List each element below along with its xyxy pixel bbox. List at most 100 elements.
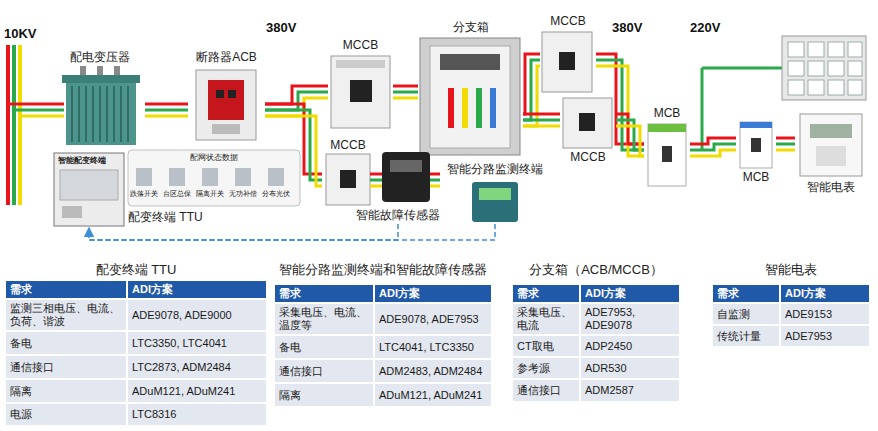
table-cell: 通信接口 bbox=[274, 359, 374, 383]
device-node: 智能故障传感器 bbox=[352, 150, 444, 224]
device-node: MCCB bbox=[322, 138, 374, 214]
table-cell: 监测三相电压、电流、负荷、谐波 bbox=[5, 299, 127, 331]
table-cell: 隔离 bbox=[5, 379, 127, 403]
smart-meter-picture-part bbox=[800, 114, 862, 176]
ttu-picture-part bbox=[54, 153, 124, 226]
table-cell: LTC8316 bbox=[127, 403, 267, 426]
mcb-picture-part bbox=[662, 146, 672, 162]
hv-bus-part bbox=[20, 115, 64, 118]
table-cell: ADM2483, ADM2484 bbox=[374, 359, 492, 383]
wire-line bbox=[523, 125, 560, 128]
table-title: 分支箱（ACB/MCCB） bbox=[529, 262, 663, 278]
status-popup bbox=[128, 150, 300, 206]
table-cell: ADuM121, ADuM241 bbox=[374, 383, 492, 407]
table-cell: 备电 bbox=[274, 335, 374, 359]
hv-bus-part bbox=[12, 45, 16, 205]
branch-box-picture-part bbox=[440, 54, 500, 70]
hv-bus-part bbox=[14, 109, 64, 112]
meter-box-picture-part-part bbox=[848, 80, 862, 95]
status-popup-part bbox=[136, 168, 284, 186]
meter-box-picture-part bbox=[782, 36, 866, 100]
wire-line bbox=[690, 150, 736, 156]
transformer-picture-part-part bbox=[106, 86, 108, 142]
status-popup-part-part bbox=[268, 168, 284, 186]
sensor-picture-part bbox=[382, 152, 430, 202]
ttu-picture bbox=[54, 153, 124, 226]
transformer-picture-part-part bbox=[120, 86, 122, 142]
wire-line bbox=[145, 109, 188, 112]
ttu-picture-part bbox=[60, 170, 118, 200]
device-label: 分支箱 bbox=[453, 20, 489, 34]
wire-line bbox=[393, 91, 418, 94]
acb-picture bbox=[196, 70, 256, 140]
wire-line bbox=[265, 92, 328, 110]
wire-line bbox=[393, 85, 418, 88]
meter-box-picture-part-part bbox=[788, 42, 804, 57]
table-title: 配变终端 TTU bbox=[96, 262, 177, 278]
wire-line bbox=[265, 116, 322, 186]
power-wire bbox=[265, 104, 322, 186]
wire-line bbox=[596, 66, 644, 156]
device-label: MCCB bbox=[550, 14, 585, 28]
device-label: 智能故障传感器 bbox=[356, 208, 440, 222]
monitor-terminal-picture-part bbox=[472, 182, 518, 222]
power-wire bbox=[523, 114, 560, 126]
meter-box-picture-part bbox=[702, 67, 782, 70]
wire-line bbox=[393, 97, 418, 100]
smart-meter-picture bbox=[800, 114, 862, 176]
power-wire bbox=[776, 138, 795, 150]
table-cell: 传统计量 bbox=[712, 325, 780, 347]
device-node: 分支箱 bbox=[418, 20, 523, 160]
table-cell: 通信接口 bbox=[5, 355, 127, 379]
meter-box-picture-part-part bbox=[808, 61, 824, 76]
mccb-picture-part bbox=[336, 60, 385, 68]
table-cell: LTC3350, LTC4041 bbox=[127, 331, 267, 355]
status-popup-part-part bbox=[169, 168, 185, 186]
table-title: 智能电表 bbox=[765, 262, 817, 278]
table-header: ADI方案 bbox=[580, 284, 680, 303]
device-node: 配电变压器 bbox=[55, 50, 145, 150]
icon-label: 无功补偿 bbox=[229, 190, 257, 198]
power-wire bbox=[616, 114, 644, 156]
table-cell: 自监测 bbox=[712, 303, 780, 325]
transformer-picture-part bbox=[80, 66, 86, 76]
mcb-picture-part bbox=[751, 138, 761, 152]
meter-box-picture-part-part bbox=[828, 80, 844, 95]
power-wire bbox=[690, 138, 736, 156]
data-link bbox=[89, 224, 495, 240]
acb-picture-part bbox=[212, 124, 240, 134]
table-cell: 采集电压、电流 bbox=[512, 303, 580, 335]
transformer-picture-part bbox=[62, 75, 140, 83]
acb-picture-part bbox=[216, 90, 224, 98]
smart-meter-picture-part bbox=[816, 146, 846, 166]
table-cell: CT取电 bbox=[512, 335, 580, 357]
status-popup-part-part bbox=[235, 168, 251, 186]
wire-line bbox=[265, 110, 322, 180]
meter-box-picture-part bbox=[788, 42, 862, 95]
transformer-picture-part-part bbox=[113, 86, 115, 142]
meter-box-picture-part-part bbox=[808, 80, 824, 95]
device-label: MCCB bbox=[330, 138, 365, 152]
power-wire bbox=[145, 104, 188, 116]
device-node: 智能分路监测终端 bbox=[445, 160, 545, 224]
device-node: 断路器ACB bbox=[188, 50, 265, 145]
wire-line bbox=[145, 115, 188, 118]
wire-line bbox=[523, 113, 560, 116]
branch-box-picture-part bbox=[462, 88, 468, 128]
meter-box-picture-part-part bbox=[828, 61, 844, 76]
device-node: MCCB bbox=[560, 94, 616, 164]
transformer-picture-part bbox=[72, 86, 128, 142]
table-cell: ADR530 bbox=[580, 357, 680, 379]
branch-box-picture-part bbox=[476, 88, 482, 128]
mccb-picture-part bbox=[559, 52, 575, 70]
device-label: MCB bbox=[654, 106, 681, 120]
device-node: MCB bbox=[644, 106, 690, 188]
mcb-picture bbox=[648, 122, 772, 186]
icon-label: 隔离开关 bbox=[196, 190, 224, 198]
table-cell: 备电 bbox=[5, 331, 127, 355]
data-link bbox=[89, 224, 398, 240]
mccb-picture-part bbox=[340, 170, 356, 188]
branch-box-picture-part bbox=[420, 38, 520, 155]
voltage-label: 220V bbox=[690, 20, 720, 36]
